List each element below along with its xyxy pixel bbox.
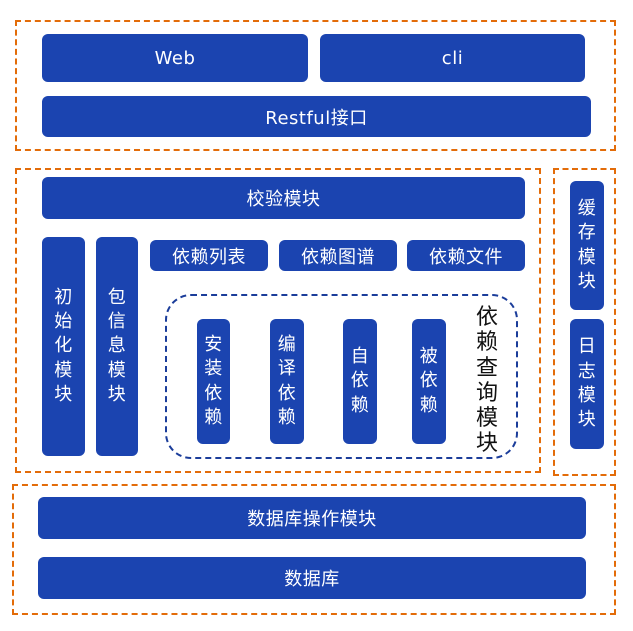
- query-item-char: 赖: [419, 394, 439, 416]
- cache-module-char: 缓: [577, 197, 597, 219]
- query-module-label-char: 模: [475, 406, 498, 432]
- db-ops-block: 数据库操作模块: [38, 497, 586, 539]
- init-module-char: 初: [54, 286, 73, 308]
- log-module-char: 模: [577, 385, 597, 406]
- data-layer-group: [12, 484, 616, 615]
- log-module-char: 日: [577, 336, 597, 358]
- query-item-reverse: 被依赖: [412, 319, 446, 444]
- query-module-label-char: 块: [475, 431, 498, 457]
- validation-block: 校验模块: [42, 177, 525, 219]
- query-module-label-char: 查: [475, 355, 498, 381]
- cache-module-char: 块: [577, 270, 597, 292]
- query-module-label: 依赖查询模块: [474, 305, 500, 457]
- package-info-char: 息: [107, 335, 127, 357]
- query-item-char: 编: [277, 333, 297, 355]
- cache-module-block: 缓存模块: [570, 181, 604, 310]
- package-info-block: 包信息模块: [96, 237, 138, 456]
- db-ops-label: 数据库操作模块: [247, 509, 377, 530]
- web-block: Web: [42, 34, 308, 82]
- query-module-label-char: 赖: [475, 330, 498, 356]
- package-info-char: 模: [107, 359, 127, 381]
- query-item-char: 安: [204, 333, 223, 355]
- package-info-char: 包: [107, 286, 127, 308]
- query-item-install: 安装依赖: [197, 319, 230, 444]
- query-module-group: [165, 294, 518, 459]
- core-layer-group: [15, 168, 541, 473]
- cache-module-char: 模: [577, 246, 597, 268]
- init-module-char: 块: [54, 383, 73, 405]
- query-item-char: 依: [350, 370, 370, 392]
- db-label: 数据库: [284, 569, 340, 590]
- query-item-self: 自依赖: [343, 319, 377, 444]
- dep-graph-label: 依赖图谱: [301, 246, 375, 268]
- query-item-char: 依: [204, 382, 223, 404]
- query-item-char: 译: [277, 358, 297, 380]
- cli-block: cli: [320, 34, 585, 82]
- log-module-char: 志: [577, 360, 597, 382]
- cache-module-char: 存: [577, 222, 597, 244]
- query-item-char: 装: [204, 358, 223, 380]
- query-item-char: 依: [277, 382, 297, 404]
- query-item-char: 赖: [277, 406, 297, 428]
- dep-graph-block: 依赖图谱: [279, 240, 397, 271]
- validation-label: 校验模块: [246, 189, 321, 210]
- dep-file-block: 依赖文件: [407, 240, 525, 271]
- query-item-compile: 编译依赖: [270, 319, 304, 444]
- dep-file-label: 依赖文件: [429, 246, 503, 268]
- log-module-char: 块: [577, 409, 597, 431]
- dep-list-block: 依赖列表: [150, 240, 268, 271]
- query-item-char: 被: [419, 346, 439, 368]
- package-info-char: 信: [107, 311, 127, 333]
- query-module-label-char: 询: [475, 380, 498, 406]
- init-module-block: 初始化模块: [42, 237, 85, 456]
- db-block: 数据库: [38, 557, 586, 599]
- side-layer-group: [553, 168, 616, 476]
- query-item-char: 赖: [350, 394, 370, 416]
- init-module-char: 化: [54, 335, 73, 357]
- dep-list-label: 依赖列表: [172, 246, 246, 268]
- cli-label: cli: [441, 47, 464, 69]
- restful-label: Restful接口: [265, 107, 368, 129]
- query-module-label-char: 依: [475, 305, 498, 330]
- package-info-char: 块: [107, 383, 127, 405]
- interface-layer-group: [15, 20, 616, 151]
- query-item-char: 赖: [204, 406, 223, 428]
- init-module-char: 始: [54, 311, 73, 333]
- query-item-char: 依: [419, 370, 439, 392]
- restful-block: Restful接口: [42, 96, 591, 137]
- init-module-char: 模: [54, 359, 73, 381]
- query-item-char: 自: [350, 346, 370, 368]
- log-module-block: 日志模块: [570, 319, 604, 449]
- web-label: Web: [154, 47, 196, 69]
